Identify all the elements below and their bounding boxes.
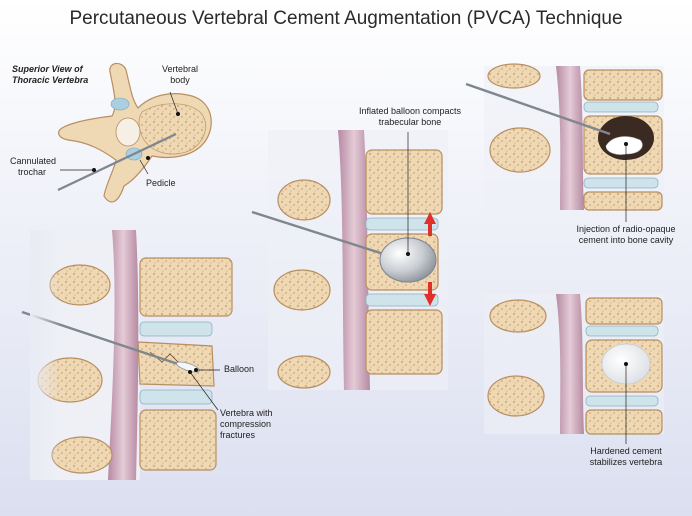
leader-dots [92,112,628,374]
spine-top-right [465,63,664,211]
superior-view-label: Superior View of Thoracic Vertebra [12,64,89,85]
injection-label: Injection of radio-opaque cement into bo… [576,224,676,245]
superior-vertebra [57,62,212,203]
spine-left [21,230,233,480]
pedicle-label: Pedicle [146,178,176,188]
leader-lines [60,91,627,444]
compression-fracture-label: Vertebra with compression fractures [220,408,273,440]
spine-middle [251,130,448,390]
hardened-cement-label: Hardened cement stabilizes vertebra [589,446,663,467]
vertebral-body-label: Vertebral body [161,64,199,85]
inflated-balloon-label: Inflated balloon compacts trabecular bon… [358,106,462,127]
balloon-label: Balloon [224,364,255,374]
cannulated-trochar-label: Cannulated trochar [10,156,57,177]
page-title: Percutaneous Vertebral Cement Augmentati… [69,8,623,29]
spine-bottom-right [484,294,664,435]
